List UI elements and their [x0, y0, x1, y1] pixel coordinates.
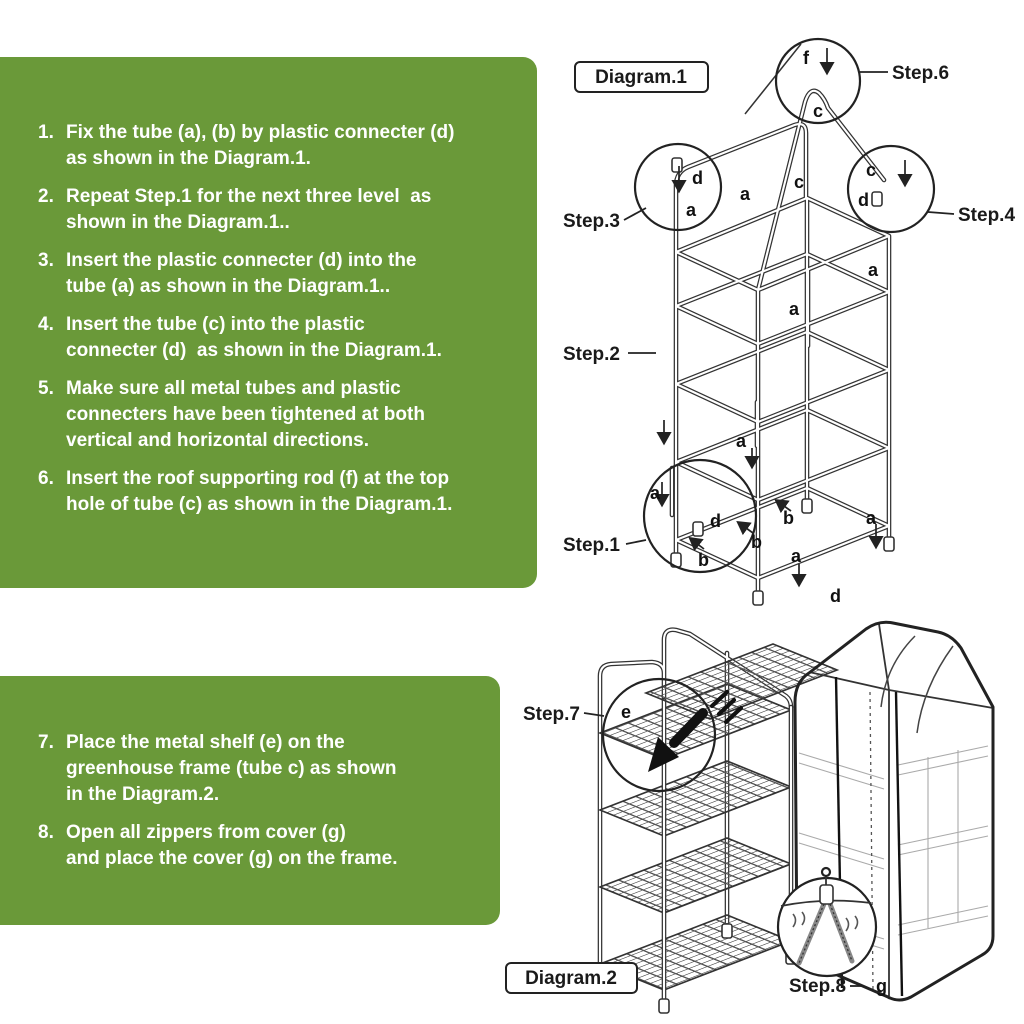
instruction-item: 2. Repeat Step.1 for the next three level…	[38, 184, 531, 236]
leader-lines	[623, 71, 955, 545]
instruction-panel-top: 1. Fix the tube (a), (b) by plastic conne…	[0, 57, 537, 588]
zipper-pull-ring	[820, 866, 832, 878]
item-number: 3.	[38, 250, 54, 271]
item-text: Open all zippers from cover (g) and plac…	[66, 822, 398, 869]
instruction-item: 3. Insert the plastic connecter (d) into …	[38, 248, 531, 300]
diagram2-label-box	[505, 962, 638, 994]
insert-black-arrow	[648, 689, 744, 772]
part-label-c: c	[866, 160, 876, 180]
instruction-item: 6. Insert the roof supporting rod (f) at …	[38, 466, 531, 518]
part-label-e: e	[621, 702, 631, 722]
zipper-line-right	[894, 691, 904, 997]
roof-rod-f	[744, 43, 802, 115]
part-label-a: a	[868, 260, 879, 280]
diagram1-label-box	[574, 61, 709, 93]
diagram-2: Step.7 e Step.8 g Diagram.2	[505, 620, 995, 1014]
part-label-a: a	[866, 508, 877, 528]
detail-circle-step6	[774, 37, 862, 125]
zipper-slider	[819, 884, 834, 905]
part-labels: f c c c d d d d a a a a a a a a b b b	[650, 48, 879, 606]
label-step-6: Step.6	[892, 63, 949, 84]
part-label-d: d	[830, 586, 841, 606]
leader-step7	[583, 712, 605, 717]
part-label-d: d	[710, 511, 721, 531]
detail-circle-step3	[633, 142, 723, 232]
detail-circle-step7	[601, 677, 717, 793]
item-number: 6.	[38, 468, 54, 489]
diagram-1: Step.3 Step.4 Step.6 Step.2 Step.1 f c c…	[563, 37, 1015, 606]
frame-tube-inner	[670, 89, 891, 595]
item-text: Insert the tube (c) into the plastic con…	[66, 314, 442, 361]
instruction-item: 7. Place the metal shelf (e) on the green…	[38, 730, 494, 808]
zipper-detail	[776, 866, 878, 978]
instruction-item: 1. Fix the tube (a), (b) by plastic conne…	[38, 120, 531, 172]
part-label-a: a	[740, 184, 751, 204]
label-step-7: Step.7	[523, 704, 580, 725]
cover-mesh-hints	[798, 745, 989, 950]
item-number: 8.	[38, 822, 54, 843]
item-text: Insert the plastic connecter (d) into th…	[66, 250, 417, 297]
part-label-a: a	[736, 431, 747, 451]
insert-arrows	[654, 48, 913, 588]
part-label-d: d	[692, 168, 703, 188]
part-label-b: b	[783, 508, 794, 528]
part-label-g: g	[876, 976, 887, 996]
item-number: 1.	[38, 122, 54, 143]
item-text: Insert the roof supporting rod (f) at th…	[66, 468, 453, 515]
part-label-f: f	[803, 48, 810, 68]
diagram2-label: Diagram.2	[525, 968, 617, 989]
item-text: Make sure all metal tubes and plastic co…	[66, 378, 425, 451]
detail-circle-step1	[642, 458, 758, 574]
shelf-e	[643, 643, 840, 720]
item-text: Fix the tube (a), (b) by plastic connect…	[66, 122, 455, 169]
part-label-a: a	[789, 299, 800, 319]
detail-circle-step4	[846, 144, 936, 234]
item-number: 7.	[38, 732, 54, 753]
item-number: 4.	[38, 314, 54, 335]
mesh-shelves	[597, 683, 794, 991]
label-step-3: Step.3	[563, 211, 620, 232]
item-number: 2.	[38, 186, 54, 207]
item-text: Place the metal shelf (e) on the greenho…	[66, 732, 397, 805]
label-step-8: Step.8	[789, 976, 846, 997]
part-label-b: b	[751, 532, 762, 552]
instruction-item: 8. Open all zippers from cover (g) and pl…	[38, 820, 494, 872]
label-step-2: Step.2	[563, 344, 620, 365]
frame-feet	[670, 498, 895, 606]
instruction-item: 4. Insert the tube (c) into the plastic c…	[38, 312, 531, 364]
diagram1-label: Diagram.1	[595, 67, 687, 88]
part-label-b: b	[698, 550, 709, 570]
cover-outline	[793, 620, 995, 1002]
part-label-a: a	[686, 200, 697, 220]
item-number: 5.	[38, 378, 54, 399]
part-label-a: a	[791, 546, 802, 566]
instruction-item: 5. Make sure all metal tubes and plastic …	[38, 376, 531, 454]
part-label-c: c	[794, 172, 804, 192]
part-label-c: c	[813, 101, 823, 121]
item-text: Repeat Step.1 for the next three level a…	[66, 186, 432, 233]
label-step-1: Step.1	[563, 535, 620, 556]
part-label-a: a	[650, 483, 661, 503]
part-label-d: d	[858, 190, 869, 210]
instruction-panel-bottom: 7. Place the metal shelf (e) on the green…	[0, 676, 500, 925]
label-step-4: Step.4	[958, 205, 1015, 226]
cover-drawing	[793, 620, 995, 1002]
